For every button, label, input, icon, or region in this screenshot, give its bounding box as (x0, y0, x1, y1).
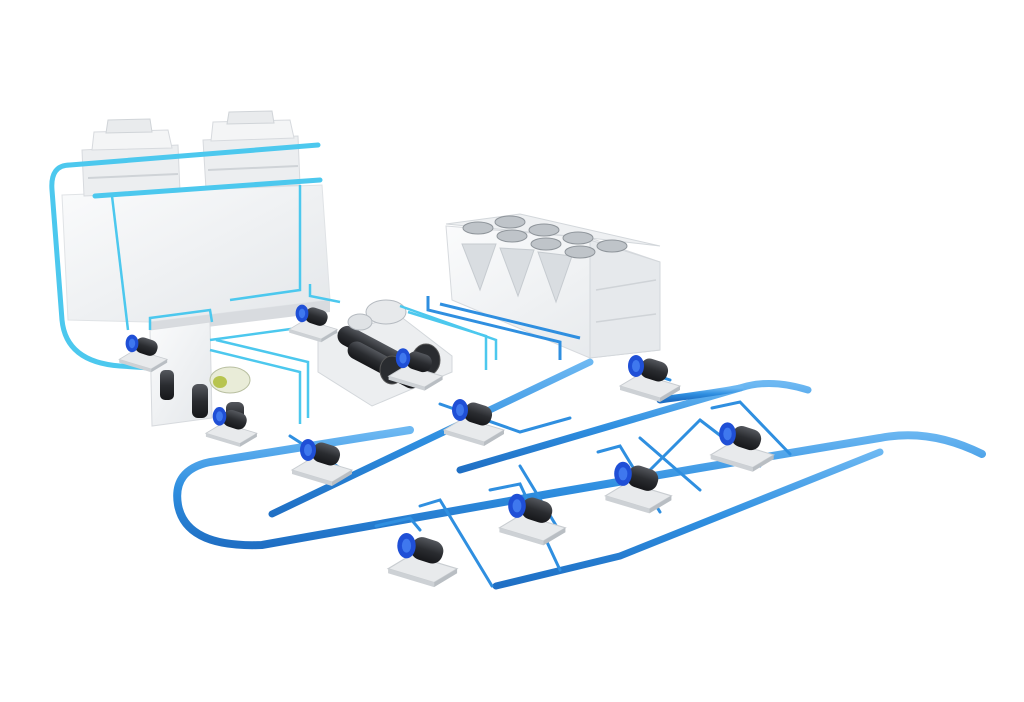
pump-icon (387, 532, 458, 588)
air-cooled-chiller-icon (426, 213, 661, 360)
cooling-tower-base (61, 184, 331, 323)
pump-icon (604, 461, 672, 514)
pump-icon (291, 438, 353, 487)
pump-icon (205, 406, 258, 448)
pump-icon (498, 493, 566, 546)
cooling-tower-group (49, 110, 331, 371)
pump-icon (619, 354, 681, 403)
